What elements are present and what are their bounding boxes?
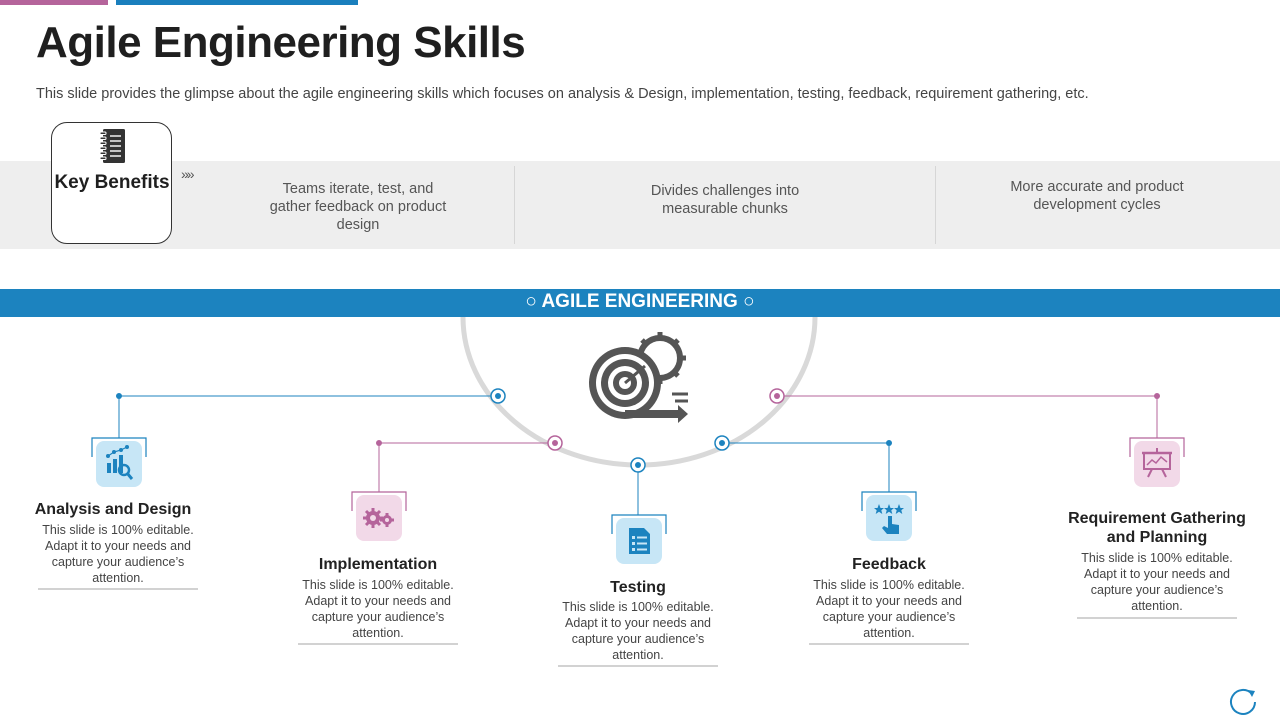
item-title-requirement: Requirement Gathering and Planning [1068, 510, 1246, 546]
analysis-chart-icon [91, 437, 147, 487]
accent-bar-blue [116, 0, 358, 5]
item-desc-analysis: This slide is 100% editable. Adapt it to… [42, 523, 194, 585]
item-underline [1077, 617, 1237, 619]
item-underline [558, 665, 718, 667]
arc-node-feedback [714, 435, 730, 451]
item-title-implementation: Implementation [318, 556, 438, 573]
benefit-item-2: Divides challenges into measurable chunk… [650, 183, 800, 217]
benefit-divider [935, 166, 936, 244]
connector-analysis [118, 395, 498, 438]
gears-icon [351, 491, 407, 541]
presentation-board-icon [1129, 437, 1185, 487]
connector-requirement [777, 395, 1158, 438]
item-underline [298, 643, 458, 645]
item-desc-requirement: This slide is 100% editable. Adapt it to… [1081, 551, 1233, 613]
refresh-icon[interactable] [1228, 686, 1258, 716]
rating-hand-icon [861, 491, 917, 541]
key-benefits-label: Key Benefits [54, 172, 170, 193]
connector-implementation [378, 442, 555, 492]
page-title: Agile Engineering Skills [36, 18, 526, 67]
item-underline [38, 588, 198, 590]
item-desc-testing: This slide is 100% editable. Adapt it to… [562, 600, 714, 662]
item-title-feedback: Feedback [852, 556, 926, 573]
target-gear-icon [589, 332, 688, 423]
document-checklist-icon [611, 514, 667, 564]
key-benefits-band [0, 161, 1280, 249]
notebook-icon [99, 129, 125, 163]
arc-node-analysis [490, 388, 506, 404]
benefit-divider [514, 166, 515, 244]
benefit-item-3: More accurate and product development cy… [1010, 179, 1184, 213]
chevrons-icon: »» [181, 166, 195, 182]
arc-node-testing [630, 457, 646, 473]
accent-bar-pink [0, 0, 108, 5]
item-underline [809, 643, 969, 645]
benefit-item-1: Teams iterate, test, and gather feedback… [269, 181, 447, 233]
connector-feedback [722, 442, 890, 492]
item-title-testing: Testing [610, 579, 666, 596]
item-title-analysis: Analysis and Design [34, 501, 192, 518]
agile-engineering-banner [0, 289, 1280, 317]
agile-engineering-title: ○ AGILE ENGINEERING ○ [525, 291, 755, 312]
arc-node-requirement [769, 388, 785, 404]
page-subtitle: This slide provides the glimpse about th… [36, 86, 1089, 102]
arc-node-implementation [547, 435, 563, 451]
item-desc-implementation: This slide is 100% editable. Adapt it to… [302, 578, 454, 640]
item-desc-feedback: This slide is 100% editable. Adapt it to… [813, 578, 965, 640]
